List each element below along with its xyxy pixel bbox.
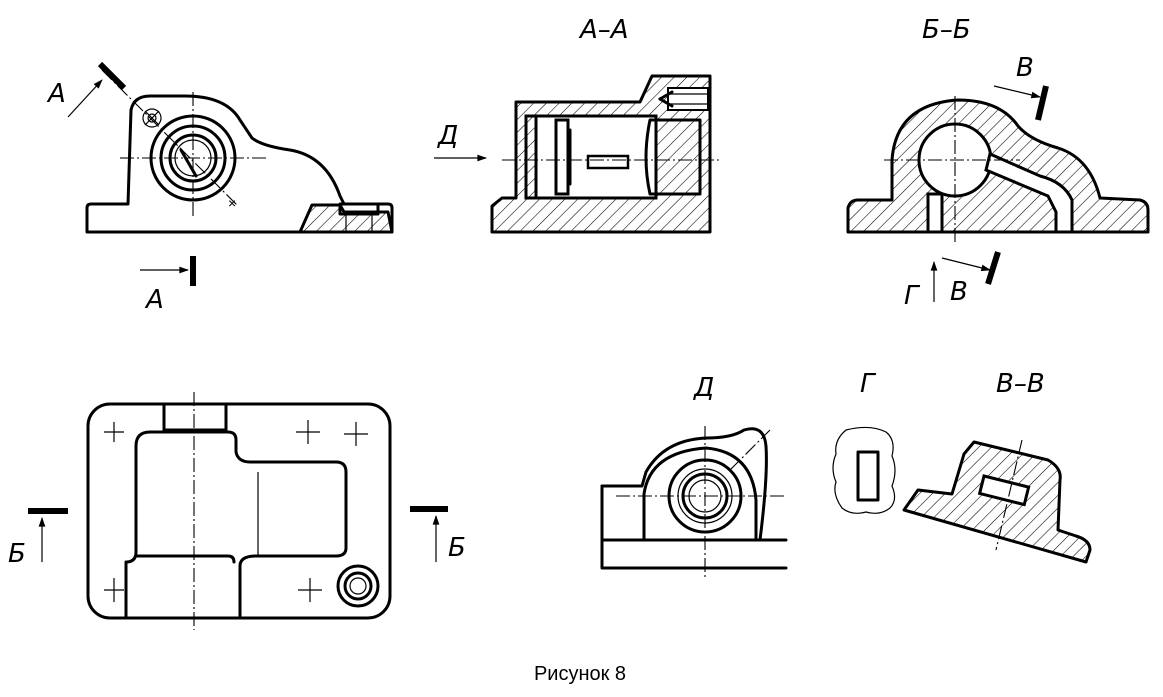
arrow-d-label: Д bbox=[437, 121, 458, 151]
view-d: Д bbox=[600, 373, 788, 580]
section-bb-title: Б–Б bbox=[922, 15, 971, 45]
figure-caption: Рисунок 8 bbox=[534, 663, 626, 685]
cut-v: В В Г bbox=[904, 53, 1049, 311]
view-g: Г bbox=[832, 369, 896, 514]
cut-a-top-label: А bbox=[46, 79, 66, 109]
arrow-g-label: Г bbox=[904, 281, 921, 311]
section-aa-title: А–А bbox=[578, 15, 629, 45]
view-g-title: Г bbox=[860, 369, 877, 399]
section-vv: В–В bbox=[902, 369, 1092, 564]
svg-text:×: × bbox=[228, 195, 236, 211]
cut-b-right-label: Б bbox=[448, 533, 466, 563]
cut-b-left-label: Б bbox=[8, 539, 26, 569]
cut-v-top-label: В bbox=[1016, 53, 1034, 83]
cut-a-bottom-label: А bbox=[144, 285, 164, 315]
section-aa: А–А Д bbox=[434, 15, 722, 234]
section-bb: Б–Б bbox=[846, 15, 1150, 244]
front-view: × bbox=[85, 69, 394, 234]
top-view bbox=[86, 392, 392, 630]
cut-b: Б Б bbox=[8, 506, 466, 569]
cut-a: А А bbox=[46, 61, 196, 315]
view-d-title: Д bbox=[693, 373, 714, 403]
section-vv-title: В–В bbox=[996, 369, 1045, 399]
cut-v-bottom-label: В bbox=[950, 277, 968, 307]
